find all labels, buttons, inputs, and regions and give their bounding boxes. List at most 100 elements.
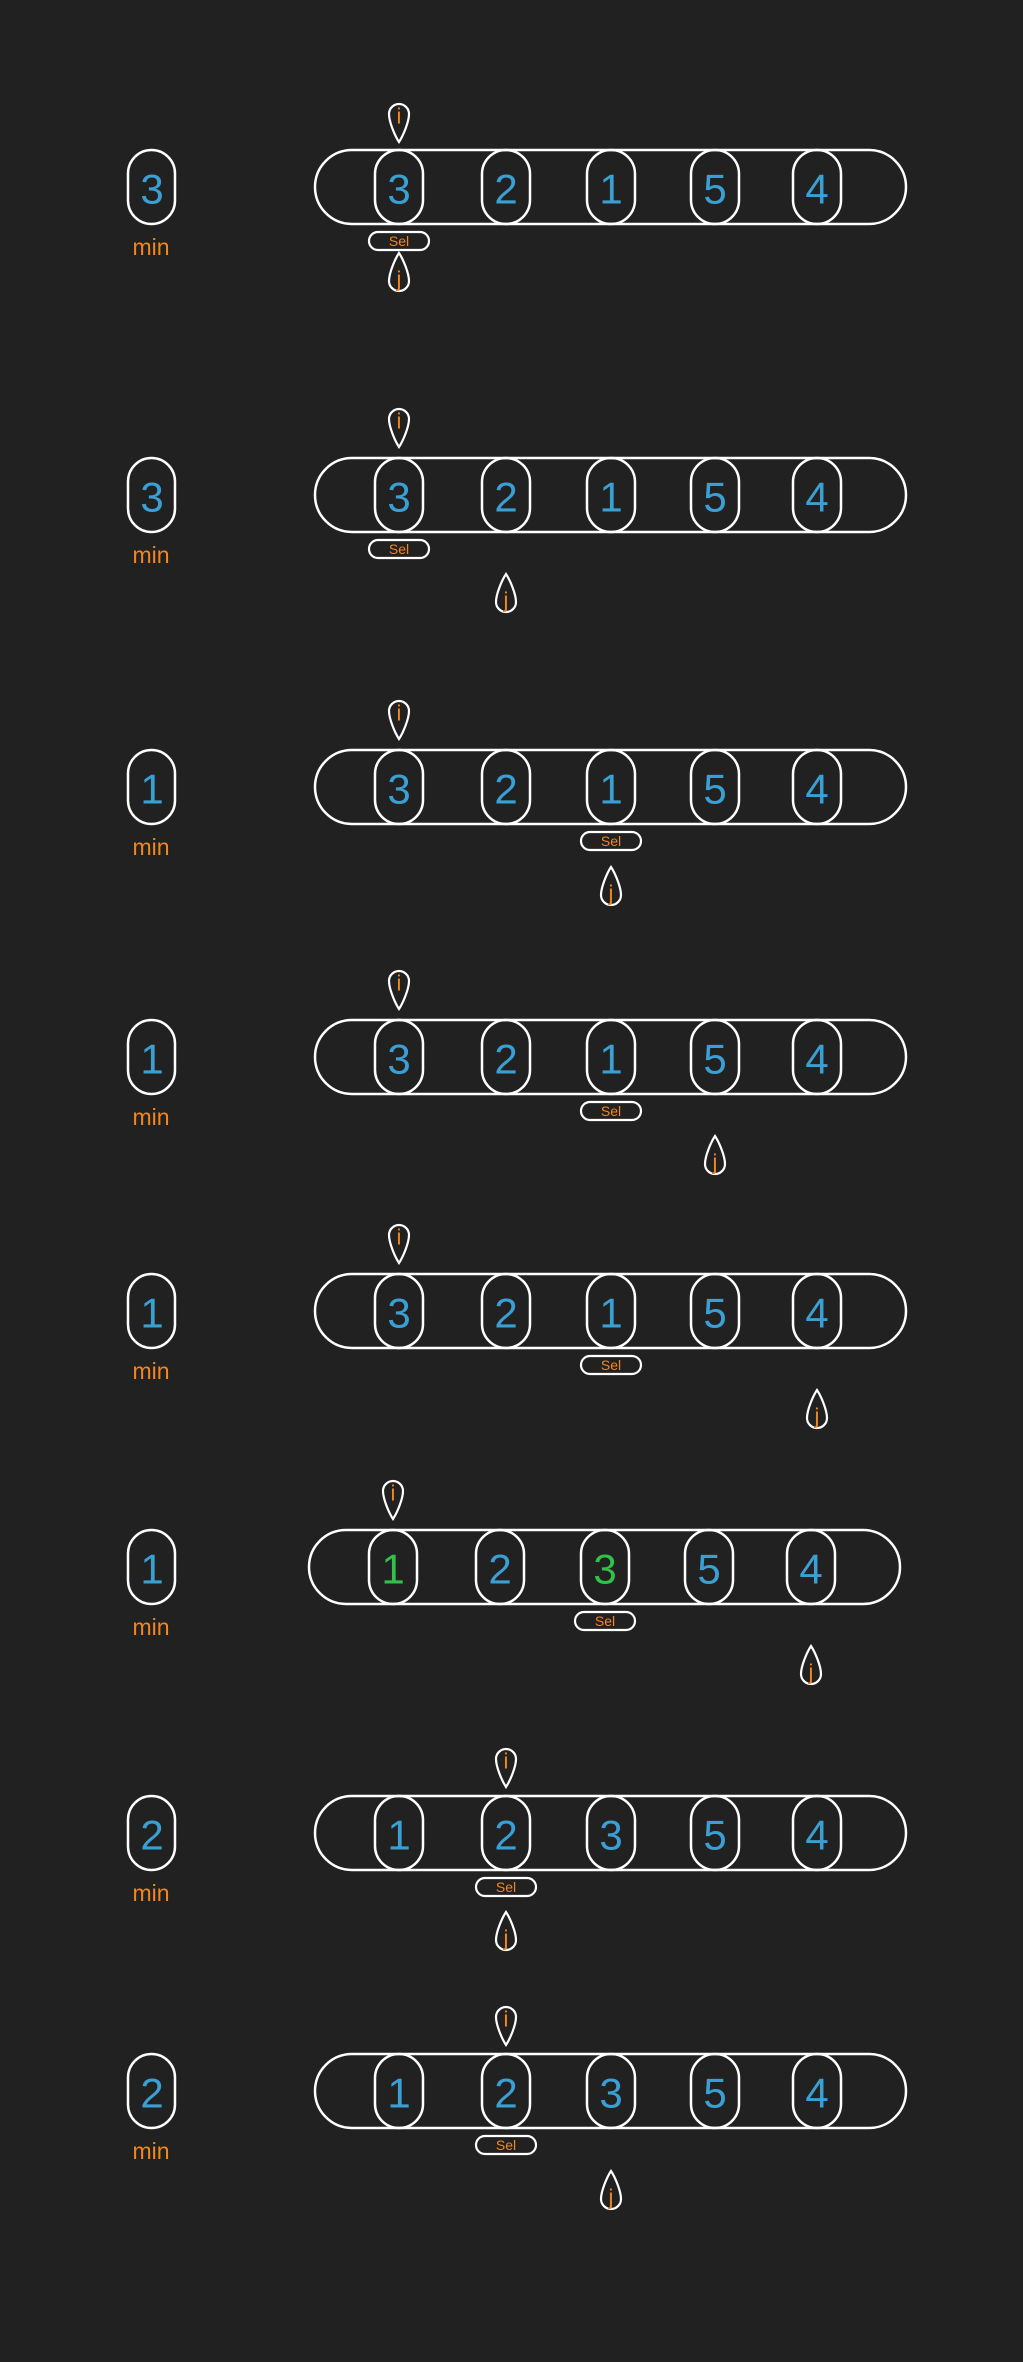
- min-box: 3: [126, 456, 177, 534]
- min-box: 2: [126, 2052, 177, 2130]
- j-pointer: j: [799, 1644, 823, 1686]
- array-cell-value: 2: [494, 2070, 517, 2117]
- min-box: 1: [126, 748, 177, 826]
- array-cell-value: 2: [494, 474, 517, 521]
- j-pointer: j: [805, 1388, 829, 1430]
- array-cell-outline: [373, 1272, 425, 1350]
- array-cell-value: 1: [387, 1812, 410, 1859]
- min-label: min: [132, 834, 169, 860]
- array-cell-outline: [791, 456, 843, 534]
- sel-label: Sel: [601, 1357, 621, 1373]
- array-cell: 4: [791, 456, 843, 534]
- array-cell: 4: [791, 2052, 843, 2130]
- sel-badge: Sel: [474, 2134, 538, 2156]
- sel-badge-outline: [474, 2134, 538, 2156]
- array-cell: 5: [689, 148, 741, 226]
- array-cell-value: 4: [805, 766, 828, 813]
- j-pointer-shape: [599, 2169, 623, 2211]
- i-pointer-shape: [381, 1479, 405, 1521]
- min-value: 3: [140, 474, 163, 521]
- array-cell-value: 3: [387, 474, 410, 521]
- j-pointer-shape: [494, 1910, 518, 1952]
- sel-badge: Sel: [367, 538, 431, 560]
- sel-badge: Sel: [367, 230, 431, 252]
- array-cell-outline: [585, 148, 637, 226]
- sel-label: Sel: [595, 1613, 615, 1629]
- array-cell-value: 3: [387, 1290, 410, 1337]
- i-pointer-shape: [494, 2005, 518, 2047]
- i-pointer: i: [494, 2005, 518, 2047]
- sel-badge: Sel: [579, 830, 643, 852]
- j-pointer-shape: [805, 1388, 829, 1430]
- i-pointer-letter: i: [397, 104, 402, 129]
- i-pointer: i: [387, 407, 411, 449]
- j-pointer-letter: j: [608, 881, 614, 906]
- j-pointer: j: [494, 572, 518, 614]
- sel-badge: Sel: [474, 1876, 538, 1898]
- i-pointer: i: [387, 102, 411, 144]
- min-label: min: [132, 542, 169, 568]
- array-cell-outline: [585, 2052, 637, 2130]
- i-pointer-letter: i: [397, 701, 402, 726]
- array-cell-value: 1: [599, 166, 622, 213]
- array-cell-value: 3: [599, 1812, 622, 1859]
- array-cell: 1: [585, 456, 637, 534]
- array-cell-value: 2: [494, 1812, 517, 1859]
- array-cell-outline: [689, 1272, 741, 1350]
- array-cell: 1: [585, 1018, 637, 1096]
- array-cell-outline: [480, 2052, 532, 2130]
- array-cell: 1: [585, 148, 637, 226]
- min-value: 3: [140, 166, 163, 213]
- array-cell-outline: [791, 2052, 843, 2130]
- j-pointer-shape: [387, 251, 411, 293]
- i-pointer-letter: i: [504, 1749, 509, 1774]
- array-cell-value: 1: [599, 474, 622, 521]
- j-pointer: j: [387, 251, 411, 293]
- array-cell-value: 1: [599, 1290, 622, 1337]
- sel-badge-outline: [579, 1100, 643, 1122]
- i-pointer: i: [387, 1223, 411, 1265]
- array-cell: 5: [683, 1528, 735, 1606]
- array-cell: 4: [791, 748, 843, 826]
- min-box: 3: [126, 148, 177, 226]
- array-cell: 2: [480, 1794, 532, 1872]
- array-cell-outline: [367, 1528, 419, 1606]
- j-pointer-letter: j: [808, 1660, 814, 1685]
- i-pointer: i: [381, 1479, 405, 1521]
- array-cell: 3: [585, 2052, 637, 2130]
- min-box: 1: [126, 1018, 177, 1096]
- j-pointer: j: [599, 2169, 623, 2211]
- array-cell-outline: [689, 456, 741, 534]
- j-pointer-letter: j: [608, 2185, 614, 2210]
- array-cell-value: 5: [703, 166, 726, 213]
- sel-label: Sel: [389, 541, 409, 557]
- array-cell-outline: [480, 456, 532, 534]
- min-box-outline: [126, 748, 177, 826]
- array-cell-value: 2: [494, 1036, 517, 1083]
- array-cell: 3: [585, 1794, 637, 1872]
- array-cell-outline: [480, 1272, 532, 1350]
- array-cell-value: 2: [488, 1546, 511, 1593]
- min-label: min: [132, 2138, 169, 2164]
- i-pointer: i: [494, 1747, 518, 1789]
- array-cell: 3: [373, 1272, 425, 1350]
- array-cell: 4: [791, 1018, 843, 1096]
- array-cell: 3: [373, 748, 425, 826]
- array-cell-value: 1: [599, 766, 622, 813]
- array-cell-value: 4: [805, 2070, 828, 2117]
- array-cell-outline: [373, 148, 425, 226]
- array-cell-outline: [689, 2052, 741, 2130]
- sel-badge: Sel: [573, 1610, 637, 1632]
- array-cell-value: 1: [387, 2070, 410, 2117]
- min-box-outline: [126, 1528, 177, 1606]
- array-cell-value: 4: [805, 474, 828, 521]
- sel-badge-outline: [579, 1354, 643, 1376]
- j-pointer-letter: j: [712, 1150, 718, 1175]
- i-pointer-shape: [387, 969, 411, 1011]
- min-box-outline: [126, 2052, 177, 2130]
- array-cell: 2: [480, 1272, 532, 1350]
